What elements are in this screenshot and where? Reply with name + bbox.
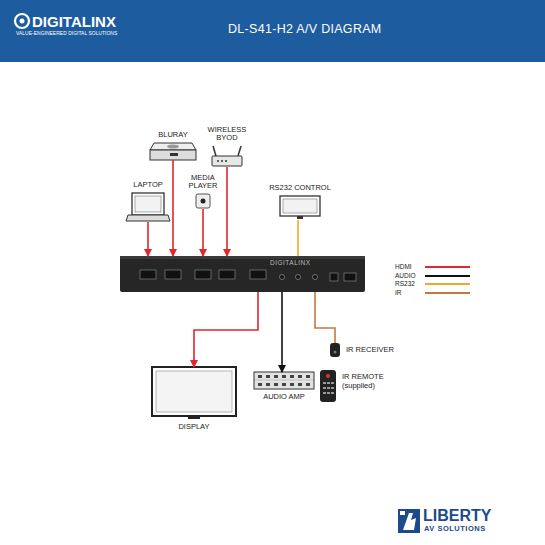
signal-connector — [315, 292, 335, 343]
media-player: MEDIA PLAYER — [195, 194, 211, 209]
rs232-control: RS232 CONTROL — [280, 196, 320, 220]
device-label: IR REMOTE (supplied) — [342, 373, 390, 390]
legend-swatch — [425, 275, 470, 277]
legend-swatch — [425, 283, 470, 285]
ir-receiver: IR RECEIVER — [330, 343, 340, 357]
audio-amp: AUDIO AMP — [254, 372, 314, 389]
signal-connector — [172, 160, 174, 256]
device-label: RS232 CONTROL — [269, 184, 331, 193]
ir-remote: IR REMOTE (supplied) — [320, 370, 336, 402]
signal-connector — [226, 167, 228, 256]
media-player-icon — [196, 194, 210, 208]
liberty-logo-mark — [398, 509, 420, 533]
device-label: BLURAY — [158, 131, 187, 140]
brand-logo-text: DIGITALINX — [32, 13, 116, 30]
ir-remote-icon — [320, 370, 336, 402]
monitor-icon — [280, 196, 320, 219]
signal-connector — [194, 292, 258, 367]
signal-connector — [147, 222, 149, 256]
bluray-player: BLURAY — [150, 143, 196, 160]
device-label: IR RECEIVER — [346, 346, 394, 355]
device-label: DIGITALINX — [270, 259, 311, 266]
device-label: WIRELESS BYOD — [205, 126, 249, 143]
brand-tagline: VALUE-ENGINEERED DIGITAL SOLUTIONS — [16, 31, 117, 37]
signal-connector — [281, 292, 283, 372]
logo-ring — [15, 14, 29, 28]
ir-receiver-icon — [330, 343, 340, 357]
legend-text: AUDIO — [395, 272, 416, 279]
device-label: AUDIO AMP — [263, 393, 305, 402]
wireless-byod: WIRELESS BYOD — [212, 146, 242, 167]
footer-logo-text: LIBERTY — [423, 507, 491, 525]
signal-connector — [202, 209, 204, 256]
diagram-title: DL-S41-H2 A/V DIAGRAM — [228, 22, 382, 36]
audio-amp-icon — [254, 372, 314, 389]
display: DISPLAY — [152, 367, 236, 419]
legend-text: RS232 — [395, 280, 415, 287]
device-label: MEDIA PLAYER — [186, 174, 220, 191]
signal-connector — [297, 220, 299, 256]
device-label: DISPLAY — [178, 423, 209, 432]
legend-swatch — [425, 292, 470, 294]
switcher: DIGITALINX — [120, 256, 365, 292]
legend-swatch — [425, 266, 470, 268]
legend-text: HDMI — [395, 263, 412, 270]
logo-dot — [20, 19, 25, 24]
switcher-body — [120, 256, 365, 292]
header-band — [0, 0, 545, 62]
laptop: LAPTOP — [128, 193, 168, 222]
laptop-icon — [126, 193, 170, 221]
display-icon — [152, 367, 236, 419]
legend-text: IR — [395, 289, 402, 296]
router-icon — [212, 146, 242, 166]
footer-logo-subtext: AV SOLUTIONS — [424, 525, 486, 534]
device-label: LAPTOP — [133, 181, 162, 190]
bluray-icon — [150, 143, 196, 160]
